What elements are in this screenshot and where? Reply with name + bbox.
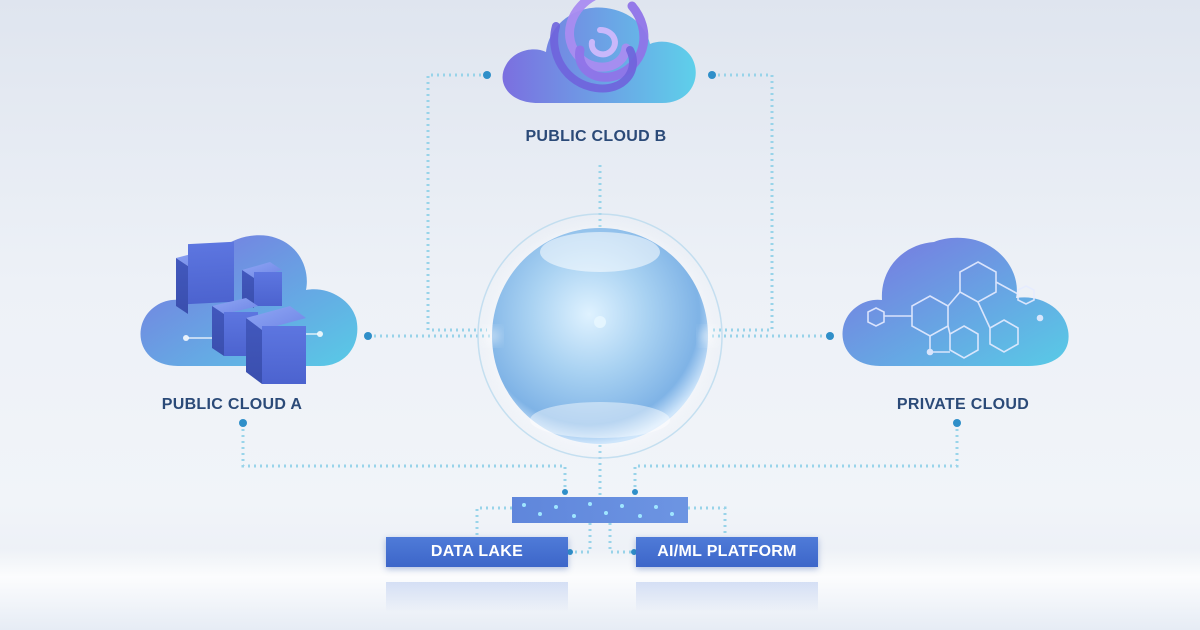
swirl-icon [550, 0, 649, 93]
public-cloud-b[interactable] [502, 0, 696, 103]
label-private-cloud: PRIVATE CLOUD [896, 396, 1030, 413]
ai-ml-platform[interactable]: AI/ML PLATFORM [636, 537, 818, 567]
data-lake-reflection [386, 582, 568, 612]
floor-reflection [0, 548, 1200, 630]
connector-bus-aiml [688, 506, 727, 540]
label-public-cloud-b: PUBLIC CLOUD B [525, 128, 667, 145]
connector-private-bus [633, 423, 959, 497]
cloud-shape-private [842, 237, 1069, 366]
ai-ml-reflection [636, 582, 818, 612]
hexagon-network-icon [867, 261, 1044, 359]
connector-lines [241, 73, 959, 554]
data-lake-platform[interactable]: DATA LAKE [386, 537, 568, 567]
connector-b-right [712, 73, 774, 332]
connector-a-bus [241, 423, 567, 497]
cubes-icon [176, 241, 323, 384]
public-cloud-a[interactable] [140, 235, 358, 384]
private-cloud[interactable] [842, 237, 1069, 366]
data-bus [512, 497, 688, 523]
connector-bus-aiml-2 [608, 523, 634, 554]
label-public-cloud-a: PUBLIC CLOUD A [161, 396, 303, 413]
connector-bus-datalake [475, 506, 512, 540]
glass-sphere-icon[interactable] [477, 213, 723, 459]
connector-b-left [426, 73, 487, 332]
connector-bus-datalake-2 [570, 523, 592, 554]
